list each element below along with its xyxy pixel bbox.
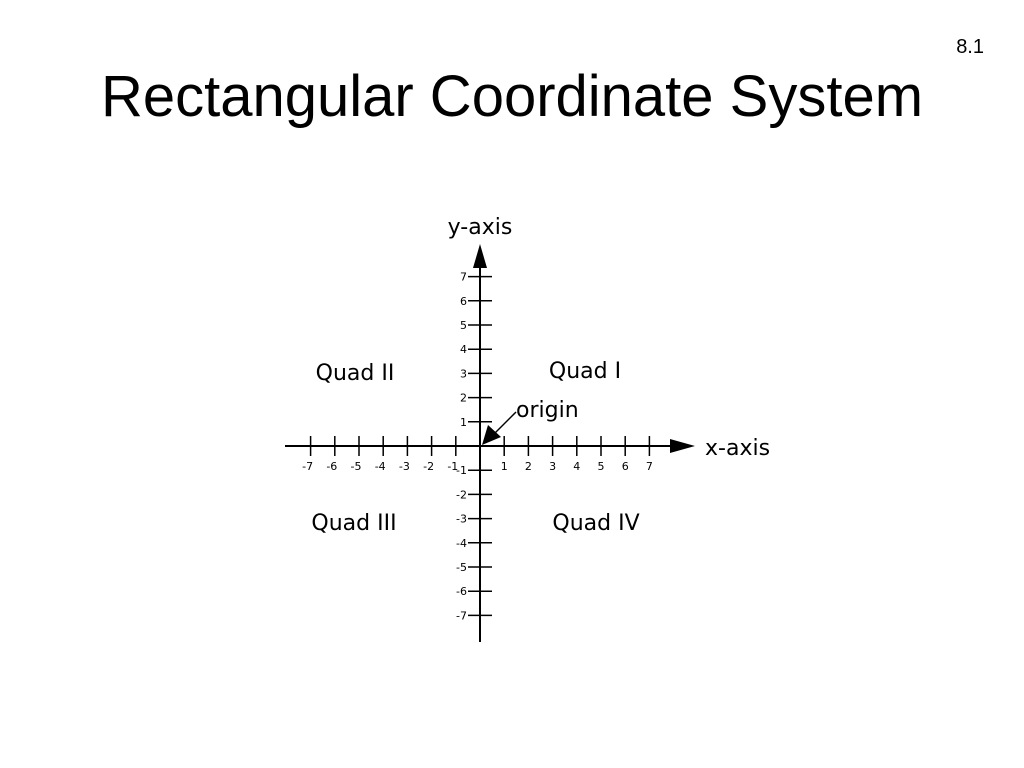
x-tick-label: -1	[447, 460, 458, 473]
x-axis-arrowhead	[670, 439, 695, 453]
x-tick-label: -2	[423, 460, 434, 473]
y-tick-label: -6	[456, 585, 467, 598]
origin-pointer	[482, 411, 517, 445]
origin-label: origin	[516, 398, 579, 423]
quad-i-label: Quad I	[549, 359, 621, 384]
y-tick-label: -7	[456, 609, 467, 622]
slide-title: Rectangular Coordinate System	[100, 64, 924, 129]
quad-iii-label: Quad III	[311, 511, 396, 536]
y-tick-label: 1	[460, 416, 467, 429]
y-axis-label: y-axis	[448, 215, 513, 240]
x-tick-label: -7	[302, 460, 313, 473]
x-tick-label: -6	[326, 460, 337, 473]
quad-iv-label: Quad IV	[552, 511, 639, 536]
y-tick-label: 4	[460, 343, 467, 356]
y-tick-label: 7	[460, 271, 467, 284]
y-axis-arrowhead	[473, 244, 487, 268]
y-tick-label: 5	[460, 319, 467, 332]
tick-labels: -7 -6 -5 -4 -3 -2 -1 1 2 3 4 5 6 7 -7 -6 -5 -4 -3 -2 -1 1 2 3 4 5…	[302, 271, 653, 623]
x-tick-label: 5	[598, 460, 605, 473]
y-tick-label: 6	[460, 295, 467, 308]
slide-number: 8.1	[956, 36, 984, 58]
x-tick-label: -3	[399, 460, 410, 473]
x-tick-label: -5	[351, 460, 362, 473]
axes	[285, 244, 695, 642]
x-tick-label: -4	[375, 460, 386, 473]
x-tick-label: 6	[622, 460, 629, 473]
x-tick-label: 1	[501, 460, 508, 473]
y-tick-label: 2	[460, 392, 467, 405]
origin-arrowhead	[482, 425, 501, 445]
tick-marks	[309, 275, 651, 617]
y-tick-label: -2	[456, 488, 467, 501]
x-tick-label: 7	[646, 460, 653, 473]
y-tick-label: -1	[456, 464, 467, 477]
y-tick-label: 3	[460, 367, 467, 380]
x-tick-label: 4	[573, 460, 580, 473]
y-tick-label: -5	[456, 561, 467, 574]
y-tick-label: -4	[456, 537, 467, 550]
y-tick-label: -3	[456, 513, 467, 526]
quad-ii-label: Quad II	[316, 361, 395, 386]
x-tick-label: 2	[525, 460, 532, 473]
x-tick-label: 3	[549, 460, 556, 473]
x-axis-label: x-axis	[705, 436, 770, 461]
